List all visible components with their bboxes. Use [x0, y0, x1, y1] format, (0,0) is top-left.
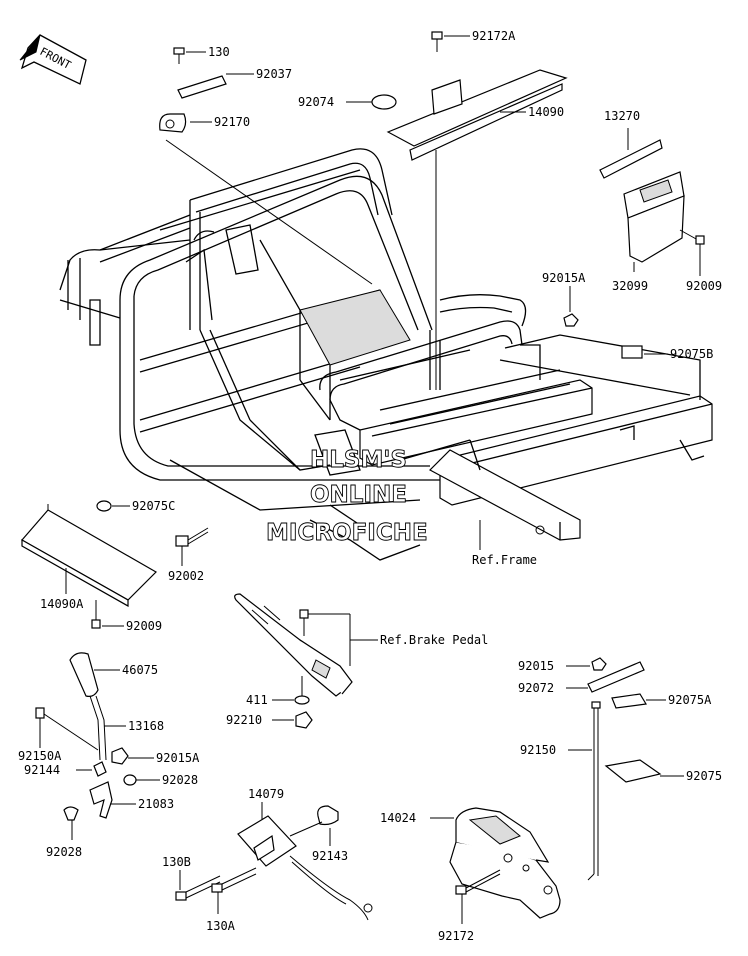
part-92072-bracket	[566, 661, 645, 693]
label-13168: 13168	[128, 719, 164, 733]
part-92144-pin	[76, 761, 107, 777]
label-46075: 46075	[122, 663, 158, 677]
part-21083-link	[89, 781, 136, 819]
label-92150a: 92150A	[18, 749, 62, 763]
label-130b: 130B	[162, 855, 191, 869]
label-92009-top: 92009	[686, 279, 722, 293]
part-92075-pad	[604, 759, 684, 783]
label-92150: 92150	[520, 743, 556, 757]
part-92075b-pad	[621, 345, 668, 359]
label-92072: 92072	[518, 681, 554, 695]
part-92015a-top-nut	[563, 286, 579, 327]
label-92143: 92143	[312, 849, 348, 863]
label-92075c: 92075C	[132, 499, 175, 513]
part-13270-bracket	[599, 128, 663, 179]
ref-frame-label: Ref.Frame	[472, 553, 537, 567]
label-92037: 92037	[256, 67, 292, 81]
part-92009-top-bolt	[679, 229, 705, 276]
part-32099-box	[623, 171, 685, 272]
part-92009-mid-bolt	[91, 600, 124, 629]
part-brake-bolts	[299, 609, 378, 666]
part-14024-cover	[430, 807, 561, 919]
part-92015-nut	[566, 657, 607, 671]
watermark-line-1: HLSM'S	[310, 447, 407, 473]
part-92028-a-bushing	[123, 774, 160, 786]
part-92210-nut	[272, 711, 313, 729]
part-14079-cable	[237, 815, 373, 921]
label-92170: 92170	[214, 115, 250, 129]
label-92015a-top: 92015A	[542, 271, 586, 285]
label-92015a-bottom: 92015A	[156, 751, 200, 765]
part-92075a-pad	[611, 693, 666, 709]
label-92074: 92074	[298, 95, 334, 109]
label-92075: 92075	[686, 769, 722, 783]
label-92028-b: 92028	[46, 845, 82, 859]
label-14090: 14090	[528, 105, 564, 119]
frame-assembly	[59, 139, 713, 561]
part-130-bolt	[173, 47, 206, 64]
label-130: 130	[208, 45, 230, 59]
label-92015: 92015	[518, 659, 554, 673]
label-92075a: 92075A	[668, 693, 712, 707]
label-92028-a: 92028	[162, 773, 198, 787]
part-46075-knob	[69, 652, 120, 697]
label-13270: 13270	[604, 109, 640, 123]
label-92009-mid: 92009	[126, 619, 162, 633]
label-92075b: 92075B	[670, 347, 713, 361]
watermark: HLSM'S ONLINE MICROFICHE	[266, 447, 429, 547]
label-21083: 21083	[138, 797, 174, 811]
label-14024: 14024	[380, 811, 416, 825]
part-92172-bolt	[455, 869, 501, 924]
part-92074-plug	[346, 94, 397, 110]
label-14079: 14079	[248, 787, 284, 801]
part-92150-rod	[568, 701, 601, 881]
watermark-line-3: MICROFICHE	[266, 520, 428, 546]
part-92015a-bottom-nut	[111, 747, 154, 765]
label-411: 411	[246, 693, 268, 707]
part-92037-bracket	[177, 73, 254, 99]
part-92002-bolt	[175, 527, 209, 566]
label-92172: 92172	[438, 929, 474, 943]
part-brake-lever	[234, 593, 353, 697]
part-13168-lever	[89, 695, 126, 761]
part-92075c-plug	[96, 500, 130, 512]
label-32099: 32099	[612, 279, 648, 293]
part-92143-sleeve	[289, 805, 339, 846]
label-92002: 92002	[168, 569, 204, 583]
part-92170-clamp	[159, 113, 212, 133]
label-92144: 92144	[24, 763, 60, 777]
part-130a-bolt	[211, 867, 257, 914]
part-14090a-plate	[21, 504, 157, 608]
label-92172a: 92172A	[472, 29, 516, 43]
label-92210: 92210	[226, 713, 262, 727]
part-411-washer	[272, 676, 310, 705]
part-14090-panel	[386, 69, 568, 161]
label-130a: 130A	[206, 919, 236, 933]
part-92028-b-bushing	[63, 806, 79, 840]
ref-brake-pedal-label: Ref.Brake Pedal	[380, 633, 488, 647]
part-92172a-bolt	[431, 31, 470, 52]
front-arrow-icon: FRONT	[19, 34, 87, 85]
part-92150a-bolt	[35, 707, 99, 751]
watermark-line-2: ONLINE	[310, 482, 407, 508]
label-14090a: 14090A	[40, 597, 84, 611]
